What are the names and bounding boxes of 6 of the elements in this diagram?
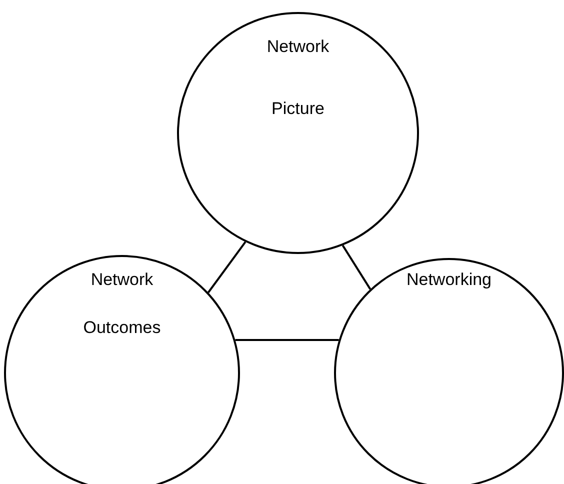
node-label: Networking xyxy=(405,269,493,291)
connector-line xyxy=(208,241,246,294)
node-label: Network Picture xyxy=(266,36,330,120)
connector-line xyxy=(235,339,339,341)
node-label: Network Outcomes xyxy=(82,269,162,339)
connector-line xyxy=(342,244,372,290)
